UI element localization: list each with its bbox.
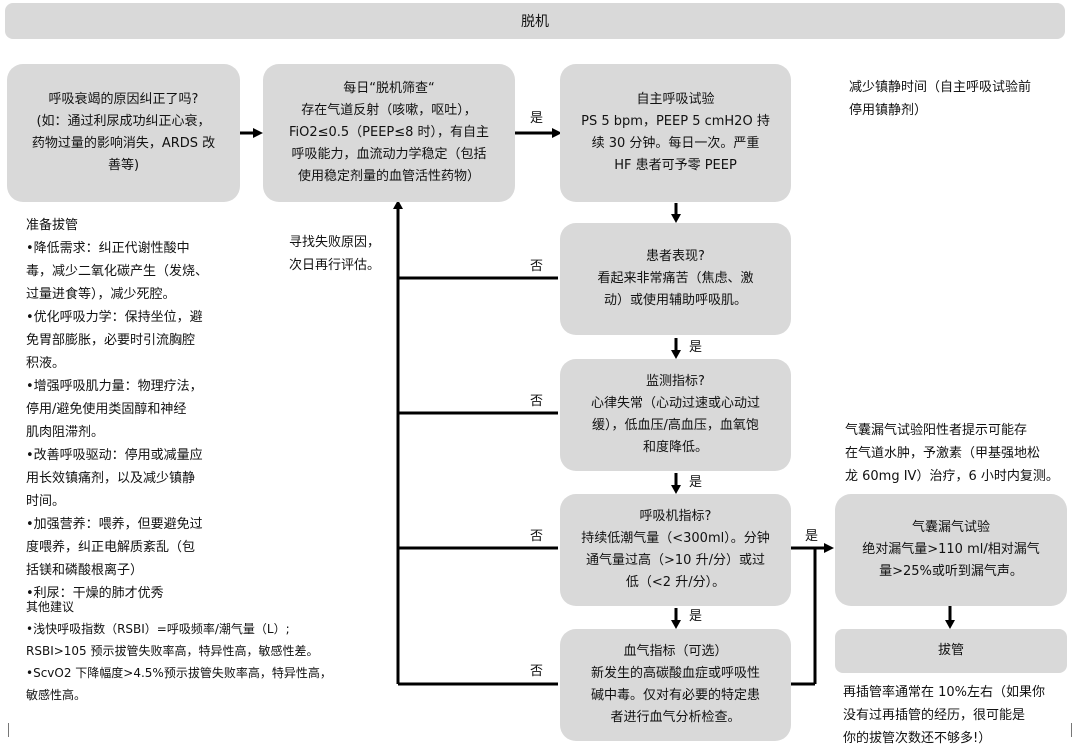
no-label: 否 bbox=[530, 529, 544, 544]
prepare-extubation-text: 准备拔管 •降低需求：纠正代谢性酸中 毒，减少二氧化碳产生（发烧、 过量进食等）… bbox=[26, 218, 209, 601]
ventilator-box: 呼吸机指标? 持续低潮气量（<300ml）。分钟 通气量过高（>10 升/分）或… bbox=[560, 494, 791, 606]
yes-label: 是 bbox=[805, 529, 819, 544]
monitor-box: 监测指标? 心律失常（心动过速或心动过 缓），低血压/高血压，血氧饱 和度降低。 bbox=[560, 359, 791, 471]
cause-corrected-box: 呼吸衰竭的原因纠正了吗? (如：通过利尿成功纠正心衰， 药物过量的影响消失，AR… bbox=[7, 64, 240, 202]
other-suggestions-text: 其他建议 •浅快呼吸指数（RSBI）=呼吸频率/潮气量（L）; RSBI>105… bbox=[26, 600, 332, 702]
sbt-box: 自主呼吸试验 PS 5 bpm，PEEP 5 cmH2O 持 续 30 分钟。每… bbox=[560, 64, 791, 202]
yes-label: 是 bbox=[689, 475, 703, 490]
page-title: 脱机 bbox=[5, 3, 1065, 39]
no-label: 否 bbox=[530, 394, 544, 409]
corner-mark-left bbox=[0, 723, 9, 737]
daily-screen-box: 每日“脱机筛查“ 存在气道反射（咳嗽，呕吐）， FiO2≤0.5（PEEP≤8 … bbox=[263, 64, 515, 202]
reintubation-note-text: 再插管率通常在 10%左右（如果你 没有过再插管的经历，很可能是 你的拔管次数还… bbox=[843, 685, 1046, 746]
no-label: 否 bbox=[530, 259, 544, 274]
corner-mark-right bbox=[1071, 723, 1080, 737]
cuff-leak-box: 气囊漏气试验 绝对漏气量>110 ml/相对漏气 量>25%或听到漏气声。 bbox=[835, 494, 1067, 606]
reduce-sedation-text: 减少镇静时间（自主呼吸试验前 停用镇静剂） bbox=[849, 80, 1032, 118]
cuff-leak-note-text: 气囊漏气试验阳性者提示可能存 在气道水肿，予激素（甲基强地松 龙 60mg IV… bbox=[845, 423, 1059, 484]
appearance-box: 患者表现? 看起来非常痛苦（焦虑、激 动）或使用辅助呼吸肌。 bbox=[560, 223, 791, 335]
yes-label: 是 bbox=[530, 111, 544, 126]
extubate-box: 拔管 bbox=[835, 629, 1067, 673]
no-label: 否 bbox=[530, 664, 544, 679]
blood-gas-box: 血气指标（可选） 新发生的高碳酸血症或呼吸性 碱中毒。仅对有必要的特定患 者进行… bbox=[560, 629, 791, 741]
re-evaluate-text: 寻找失败原因， 次日再行评估。 bbox=[289, 235, 381, 273]
yes-label: 是 bbox=[689, 340, 703, 355]
yes-label: 是 bbox=[689, 609, 703, 624]
